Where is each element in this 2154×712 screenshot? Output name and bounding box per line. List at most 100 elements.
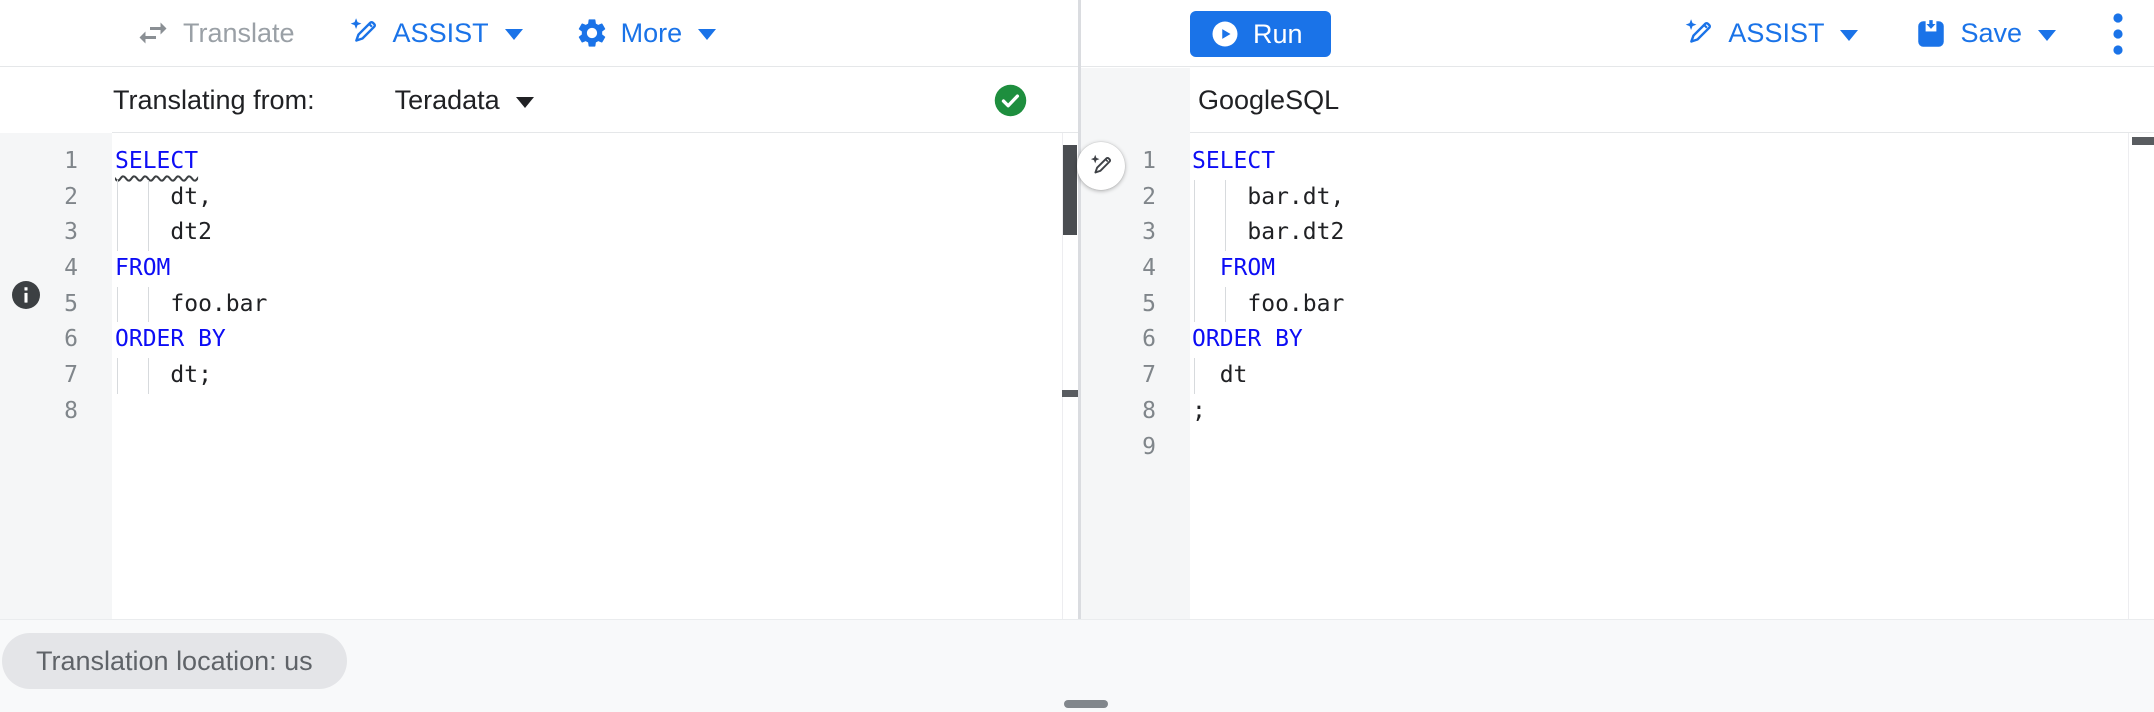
indent-guide (1194, 358, 1195, 394)
code-line[interactable]: foo.bar (115, 286, 1062, 323)
code-line[interactable]: bar.dt2 (1192, 215, 2128, 252)
translation-location-chip: Translation location: us (2, 633, 347, 689)
translating-from-label: Translating from: (113, 85, 315, 115)
translation-location-label: Translation location: us (36, 645, 313, 676)
gemini-assist-button[interactable] (1077, 142, 1125, 190)
indent-guide (117, 286, 118, 323)
target-scrollbar-thumb[interactable] (2132, 137, 2154, 145)
line-number: 3 (1142, 219, 1156, 246)
code-line[interactable]: dt; (115, 358, 1062, 394)
panel-divider[interactable] (1078, 0, 1081, 619)
code-line[interactable]: ORDER BY (115, 322, 1062, 358)
line-number: 5 (64, 290, 78, 317)
run-button[interactable]: Run (1190, 11, 1331, 57)
sql-text: foo.bar (115, 290, 268, 317)
sql-text: dt; (115, 362, 212, 389)
translate-label: Translate (183, 17, 295, 48)
source-scrollbar-thumb[interactable] (1063, 145, 1077, 235)
line-number: 7 (1142, 362, 1156, 389)
line-number: 8 (1142, 397, 1156, 424)
line-number: 4 (1142, 255, 1156, 282)
source-dialect-value: Teradata (394, 85, 500, 115)
code-line[interactable]: foo.bar (1192, 286, 2128, 323)
save-label: Save (1960, 18, 2022, 48)
code-line[interactable]: dt2 (115, 215, 1062, 252)
target-scrollbar-track[interactable] (2128, 133, 2154, 619)
target-dialect-label: GoogleSQL (1198, 84, 1340, 115)
assist-dropdown-left[interactable]: ASSIST (347, 16, 523, 50)
assist-label: ASSIST (392, 17, 489, 48)
indent-guide (148, 358, 149, 394)
caret-down-icon (698, 29, 717, 40)
assist-dropdown-right[interactable]: ASSIST (1682, 17, 1859, 51)
code-line[interactable]: FROM (1192, 251, 2128, 287)
code-line[interactable]: dt, (115, 179, 1062, 216)
source-scrollbar-track[interactable] (1062, 133, 1079, 619)
line-number: 9 (1142, 433, 1156, 460)
sql-keyword: SELECT (1192, 148, 1276, 174)
line-number: 6 (64, 326, 78, 353)
code-line[interactable]: FROM (115, 251, 1062, 287)
pen-spark-icon (1686, 18, 1712, 43)
assist-label: ASSIST (1728, 18, 1825, 48)
sql-text: bar.dt2 (1192, 219, 1345, 246)
line-number: 5 (1142, 290, 1156, 317)
indent-guide (117, 179, 118, 216)
line-number: 4 (64, 255, 78, 282)
line-number: 7 (64, 362, 78, 389)
caret-down-icon (2038, 29, 2056, 41)
line-number: 1 (1142, 148, 1156, 174)
resize-handle[interactable] (1064, 700, 1108, 708)
target-dialect-header: GoogleSQL (1190, 68, 2154, 133)
kebab-menu-icon[interactable] (2112, 11, 2124, 57)
indent-guide (148, 179, 149, 216)
line-number: 3 (64, 219, 78, 246)
translate-button[interactable]: Translate (135, 15, 295, 51)
caret-down-icon (504, 29, 523, 40)
line-number: 6 (1142, 326, 1156, 353)
caret-down-icon (515, 96, 534, 108)
source-toolbar: Translate ASSIST More (0, 0, 1078, 67)
indent-guide (117, 215, 118, 252)
code-line[interactable]: bar.dt, (1192, 179, 2128, 216)
sql-keyword: ORDER BY (1192, 326, 1303, 353)
code-line[interactable]: dt (1192, 358, 2128, 394)
indent-guide (1194, 215, 1195, 252)
more-label: More (620, 17, 683, 48)
line-numbers: 1 2 3 4 5 6 7 8 9 (1081, 144, 1156, 465)
sql-keyword: SELECT (115, 148, 199, 174)
source-scrollbar-marker (1062, 390, 1078, 397)
sql-keyword: FROM (115, 255, 171, 282)
more-dropdown[interactable]: More (575, 16, 717, 50)
target-line-number-gutter: 1 2 3 4 5 6 7 8 9 (1081, 68, 1190, 619)
source-dialect-header: Translating from: Teradata (0, 68, 1078, 133)
code-line[interactable] (1192, 430, 2128, 466)
code-line[interactable]: ORDER BY (1192, 322, 2128, 358)
code-line[interactable]: SELECT (1192, 144, 2128, 180)
indent-guide (1194, 179, 1195, 216)
sql-text: foo.bar (1192, 290, 1345, 317)
pen-spark-icon (1090, 154, 1111, 173)
line-number: 2 (64, 183, 78, 210)
line-number: 2 (1142, 183, 1156, 210)
source-dialect-dropdown[interactable]: Teradata (395, 85, 534, 116)
status-bar-area: Translation location: us (0, 619, 2154, 712)
indent-guide (148, 286, 149, 323)
indent-guide (148, 215, 149, 252)
indent-guide (1225, 179, 1226, 216)
save-icon (1918, 18, 1945, 47)
save-dropdown[interactable]: Save (1914, 17, 2056, 51)
code-line[interactable]: ; (1192, 394, 2128, 430)
sql-keyword: FROM (1192, 255, 1276, 282)
run-label: Run (1253, 18, 1303, 49)
code-line[interactable]: SELECT (115, 144, 1062, 180)
info-icon[interactable] (10, 279, 42, 311)
code-line[interactable] (115, 394, 1062, 430)
check-circle-icon (994, 84, 1027, 117)
caret-down-icon (1840, 29, 1859, 41)
